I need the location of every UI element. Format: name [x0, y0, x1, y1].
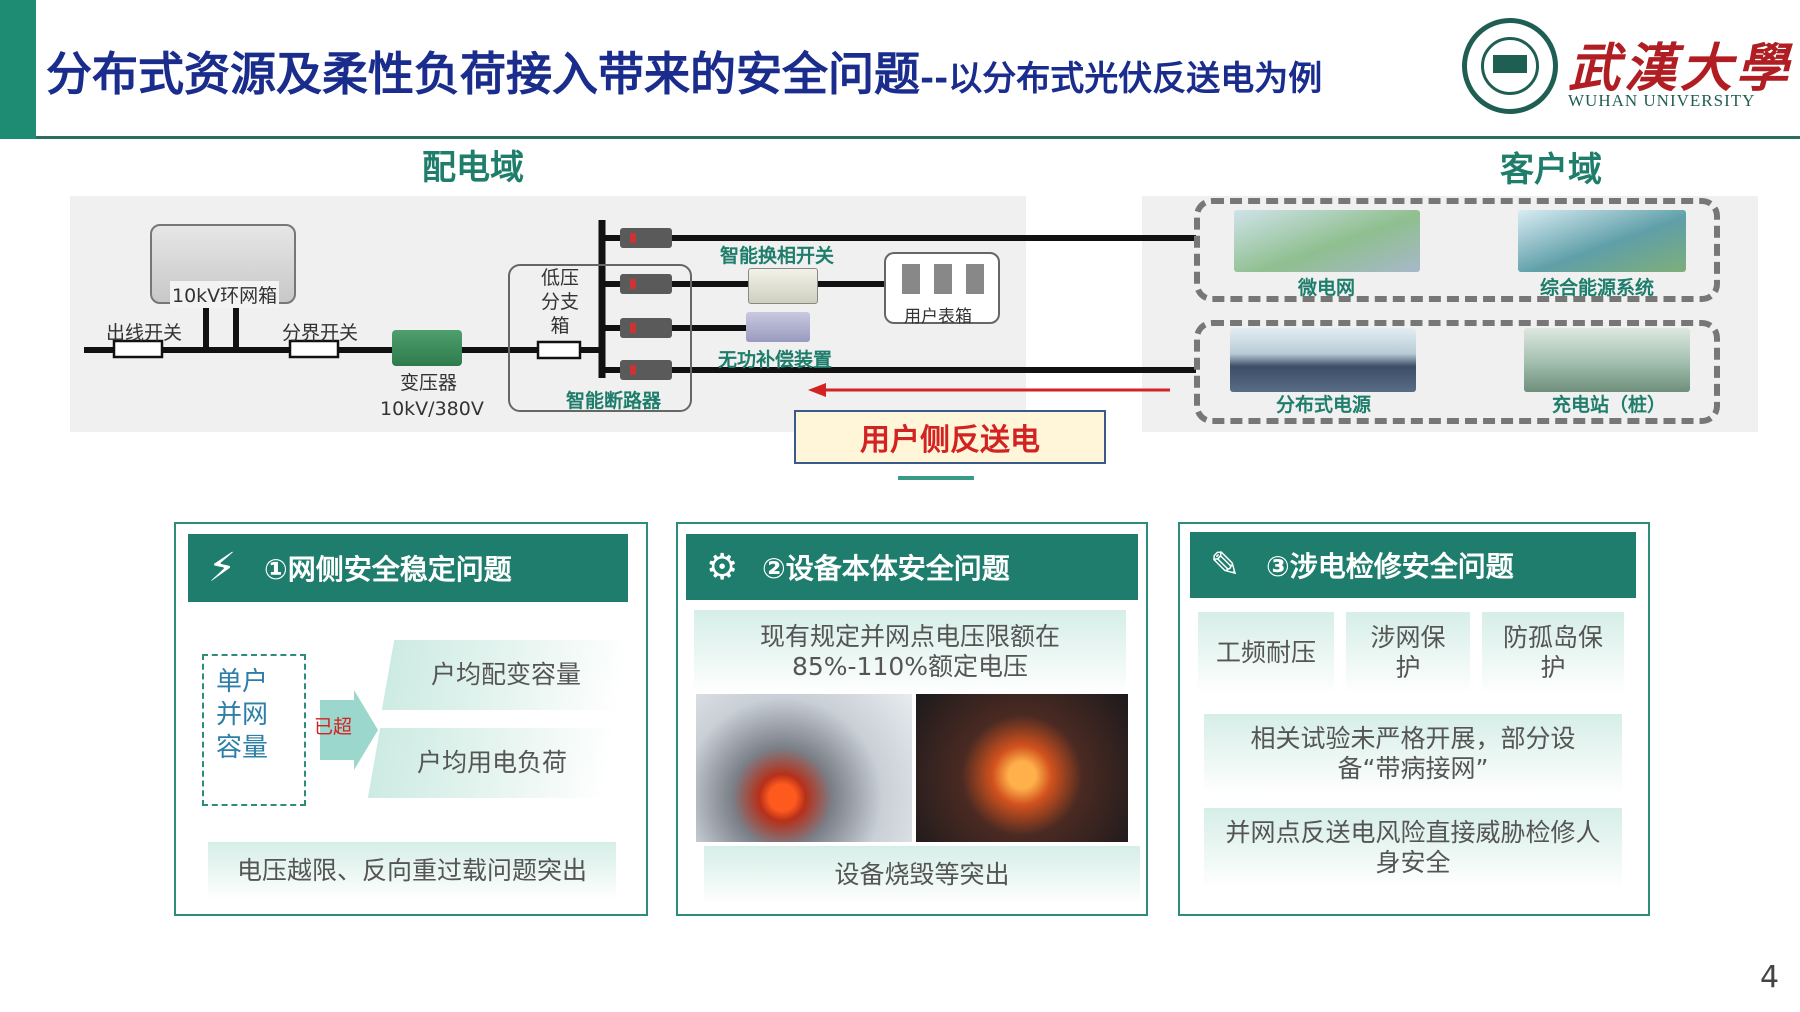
phase-switch-icon: [748, 268, 818, 304]
wrench-icon: ✎: [1210, 544, 1241, 586]
microgrid-label: 微电网: [1298, 277, 1356, 299]
card-grid-safety-header: ⚡ ①网侧安全稳定问题: [188, 534, 628, 602]
wiring-diagram: [84, 220, 1196, 480]
tag-grid-protection: 涉网保护: [1346, 612, 1470, 694]
gear-icon: ⚙: [706, 546, 739, 588]
outlet-switch-label: 出线开关: [106, 322, 183, 344]
tag-power-frequency: 工频耐压: [1198, 612, 1334, 694]
header-divider: [36, 136, 1800, 139]
university-logo-en: WUHAN UNIVERSITY: [1568, 91, 1756, 110]
var-compensator-icon: [746, 312, 810, 342]
customer-group-bottom: [1194, 320, 1720, 424]
transformer-icon: [392, 330, 462, 366]
header-accent-bar: [0, 0, 36, 139]
integrated-energy-label: 综合能源系统: [1540, 277, 1655, 299]
fire-photo-2: [916, 694, 1128, 842]
customer-domain-label: 客户域: [1500, 150, 1602, 190]
lv-branch-box-outline: [508, 264, 692, 412]
transformer-label: 变压器: [400, 372, 458, 394]
var-compensator-label: 无功补偿装置: [718, 349, 833, 371]
exceed-label: 已超: [314, 716, 353, 738]
reverse-feed-box: 用户侧反送电: [794, 410, 1106, 464]
phase-switch-label: 智能换相开关: [720, 245, 835, 267]
charging-station-label: 充电站（桩）: [1552, 394, 1667, 416]
page-subtitle: --以分布式光伏反送电为例: [920, 59, 1323, 99]
power-pole-icon: ⚡: [208, 545, 237, 591]
university-seal-icon: [1462, 18, 1558, 114]
exceed-arrow-icon: [320, 690, 378, 770]
page-title: 分布式资源及柔性负荷接入带来的安全问题--以分布式光伏反送电为例: [46, 47, 1323, 101]
distribution-domain-label: 配电域: [422, 148, 524, 188]
card-maintenance-safety-header: ✎ ③涉电检修安全问题: [1190, 532, 1636, 598]
smart-breaker-1: [620, 228, 672, 248]
single-capacity-label: 单户并网容量: [216, 667, 269, 763]
customer-group-top: [1194, 198, 1720, 302]
charging-station-image: [1524, 328, 1690, 392]
lv-branch-label: 低压分支箱: [540, 267, 579, 337]
section-switch-symbol: [288, 339, 340, 359]
voltage-limit-note: 现有规定并网点电压限额在85%-110%额定电压: [694, 610, 1126, 694]
reverse-feed-arrow: [808, 383, 826, 397]
outlet-switch-symbol: [112, 339, 164, 359]
page-number: 4: [1760, 960, 1780, 995]
distributed-pv-label: 分布式电源: [1276, 394, 1372, 416]
card-grid-safety-title: ①网侧安全稳定问题: [264, 553, 512, 586]
meter-box: [884, 252, 1000, 324]
card-equipment-safety-summary: 设备烧毁等突出: [704, 846, 1140, 904]
distributed-pv-image: [1230, 328, 1416, 392]
tag-anti-islanding: 防孤岛保护: [1482, 612, 1624, 694]
single-capacity-box: [202, 654, 306, 806]
avg-load: 户均用电负荷: [367, 728, 617, 798]
card-grid-safety-summary: 电压越限、反向重过载问题突出: [208, 842, 616, 900]
transformer-voltage-label: 10kV/380V: [380, 398, 484, 420]
smart-breaker-label: 智能断路器: [566, 390, 662, 412]
card-equipment-safety-header: ⚙ ②设备本体安全问题: [686, 534, 1138, 600]
card-maintenance-safety-title: ③涉电检修安全问题: [1266, 550, 1514, 583]
reverse-feed-risk-note: 并网点反送电风险直接威胁检修人身安全: [1204, 808, 1622, 888]
microgrid-image: [1234, 210, 1420, 272]
university-logo-cn: 武漢大學: [1568, 38, 1793, 99]
card-equipment-safety-title: ②设备本体安全问题: [762, 552, 1010, 585]
meter-box-label: 用户表箱: [904, 307, 972, 327]
test-note: 相关试验未严格开展，部分设备“带病接网”: [1204, 714, 1622, 794]
avg-transformer-capacity: 户均配变容量: [381, 640, 631, 710]
ring-box-label: 10kV环网箱: [170, 281, 280, 308]
integrated-energy-image: [1518, 210, 1686, 272]
fire-photo-1: [696, 694, 912, 842]
section-switch-label: 分界开关: [282, 322, 359, 344]
